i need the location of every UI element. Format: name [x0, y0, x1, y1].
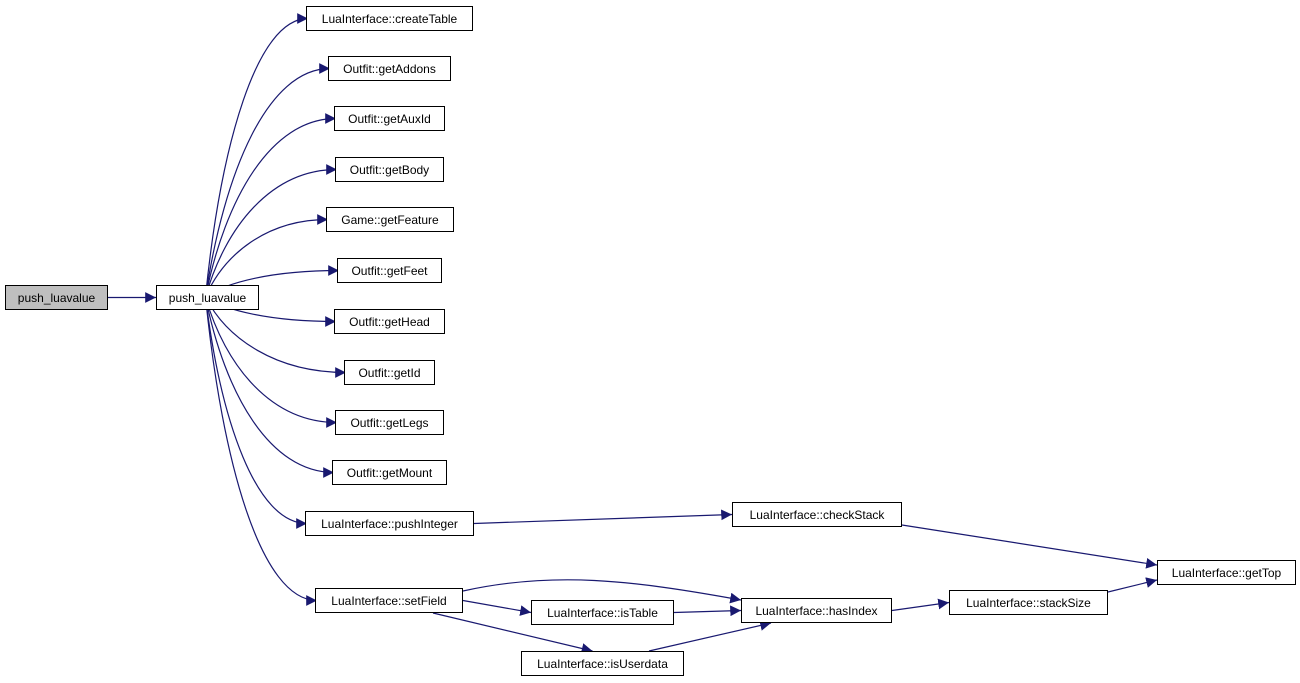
edge-push_luavalue-to-getFeature: [204, 214, 329, 298]
node-is-table[interactable]: LuaInterface::isTable: [531, 600, 674, 625]
node-set-field[interactable]: LuaInterface::setField: [315, 588, 463, 613]
edge-push_luavalue-to-getMount: [204, 296, 335, 478]
edge-hasIndex-to-stackSize: [891, 598, 950, 612]
edge-push_luavalue-to-pushInteger: [204, 296, 308, 529]
node-get-mount[interactable]: Outfit::getMount: [332, 460, 447, 485]
node-get-feet[interactable]: Outfit::getFeet: [337, 258, 442, 283]
node-get-head[interactable]: Outfit::getHead: [334, 309, 445, 334]
node-stack-size[interactable]: LuaInterface::stackSize: [949, 590, 1108, 615]
edge-pushInteger-to-checkStack: [473, 509, 733, 525]
edge-isUserdata-to-hasIndex: [648, 620, 772, 652]
node-get-legs[interactable]: Outfit::getLegs: [335, 410, 444, 435]
edge-setField-to-isTable: [462, 599, 532, 616]
node-create-table[interactable]: LuaInterface::createTable: [306, 6, 473, 31]
node-push-luavalue-root: push_luavalue: [5, 285, 108, 310]
edge-checkStack-to-getTop: [901, 524, 1158, 569]
node-get-feature[interactable]: Game::getFeature: [326, 207, 454, 232]
node-get-addons[interactable]: Outfit::getAddons: [328, 56, 451, 81]
edge-push_luavalue-to-setField: [204, 296, 318, 606]
node-push-luavalue[interactable]: push_luavalue: [156, 285, 259, 310]
edge-push_luavalue-to-getLegs: [204, 296, 338, 428]
node-get-aux-id[interactable]: Outfit::getAuxId: [334, 106, 445, 131]
node-push-integer[interactable]: LuaInterface::pushInteger: [305, 511, 474, 536]
edge-push_luavalue-to-getAuxId: [204, 113, 337, 298]
node-check-stack[interactable]: LuaInterface::checkStack: [732, 502, 902, 527]
node-is-userdata[interactable]: LuaInterface::isUserdata: [521, 651, 684, 676]
edge-push_luavalue-to-getAddons: [204, 63, 331, 298]
edge-setField-to-hasIndex: [462, 579, 742, 604]
node-has-index[interactable]: LuaInterface::hasIndex: [741, 598, 892, 623]
edge-isTable-to-hasIndex: [673, 605, 742, 617]
edge-stackSize-to-getTop: [1107, 577, 1158, 593]
node-get-body[interactable]: Outfit::getBody: [335, 157, 444, 182]
edge-push_luavalue-to-createTable: [204, 13, 309, 298]
edge-setField-to-isUserdata: [432, 612, 593, 654]
edge-push_luavalue-to-getBody: [204, 164, 338, 298]
edge-push_luavalue-to-getId: [204, 296, 347, 378]
node-get-top[interactable]: LuaInterface::getTop: [1157, 560, 1296, 585]
node-get-id[interactable]: Outfit::getId: [344, 360, 435, 385]
